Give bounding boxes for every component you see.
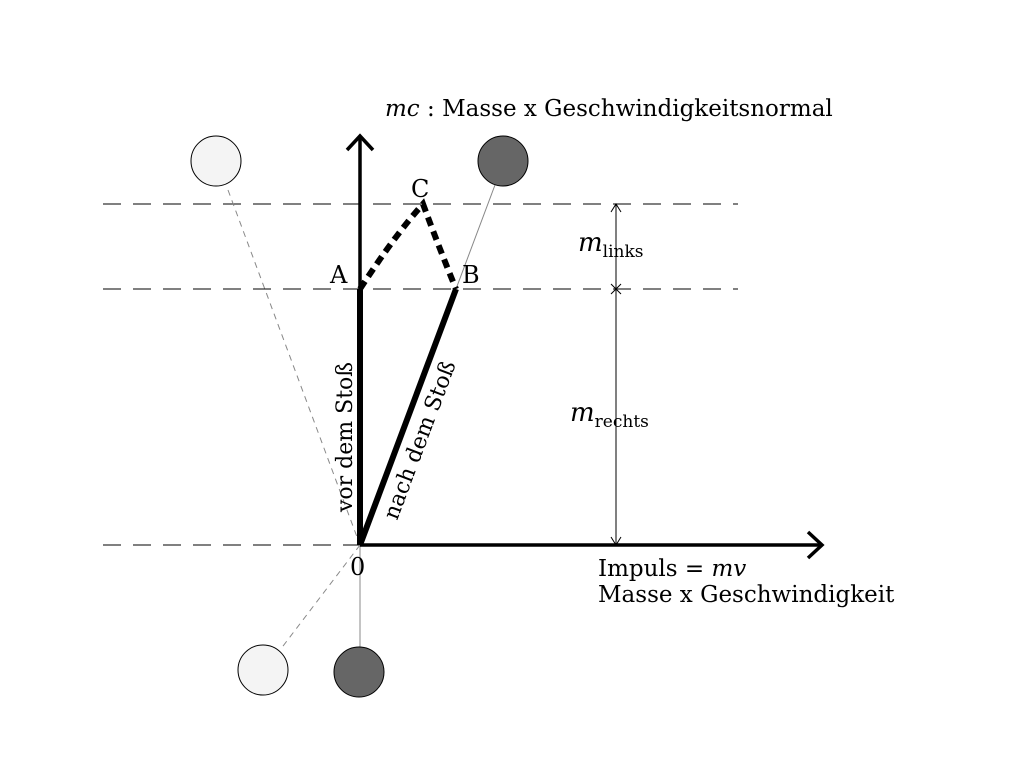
- ball-bottom-left: [237, 644, 289, 696]
- x-axis-label-line2: Masse x Geschwindigkeit: [598, 582, 895, 608]
- vector-after-collision: [357, 287, 459, 547]
- m-rechts-label: mrechts: [570, 398, 649, 432]
- ball-top-right: [477, 135, 529, 187]
- x-axis-variable: mv: [711, 556, 746, 582]
- x-axis-label-line1: Impuls = mv: [598, 556, 746, 582]
- m-rechts-subscript: rechts: [595, 412, 649, 432]
- m-links-label: mlinks: [578, 228, 644, 262]
- x-axis-arrowhead: [806, 530, 825, 560]
- y-axis-arrowhead: [345, 133, 375, 152]
- m-links-subscript: links: [603, 242, 644, 262]
- x-axis-description: Impuls =: [598, 556, 711, 582]
- dotted-path-acb: [357, 198, 459, 291]
- dimension-arrow-top: [610, 203, 622, 213]
- ball-top-left: [190, 135, 242, 187]
- m-rechts-base: m: [570, 398, 595, 428]
- point-c-label: C: [411, 175, 429, 203]
- label-before-collision: vor dem Stoß: [333, 362, 358, 513]
- point-b-label: B: [462, 261, 480, 289]
- point-a-label: A: [329, 261, 348, 289]
- dimension-arrow-bottom: [610, 536, 622, 546]
- connector-top-right: [455, 184, 496, 290]
- dimension-tick-middle: [610, 283, 622, 295]
- connector-top-left: [227, 189, 361, 546]
- m-links-base: m: [578, 228, 603, 258]
- y-axis-variable: mc: [385, 96, 420, 122]
- connector-bottom-left: [279, 544, 361, 651]
- y-axis-description: : Masse x Geschwindigkeitsnormal: [420, 96, 833, 122]
- y-axis-label: mc : Masse x Geschwindigkeitsnormal: [385, 96, 833, 122]
- origin-label: 0: [350, 553, 365, 581]
- ball-bottom-right: [333, 646, 385, 698]
